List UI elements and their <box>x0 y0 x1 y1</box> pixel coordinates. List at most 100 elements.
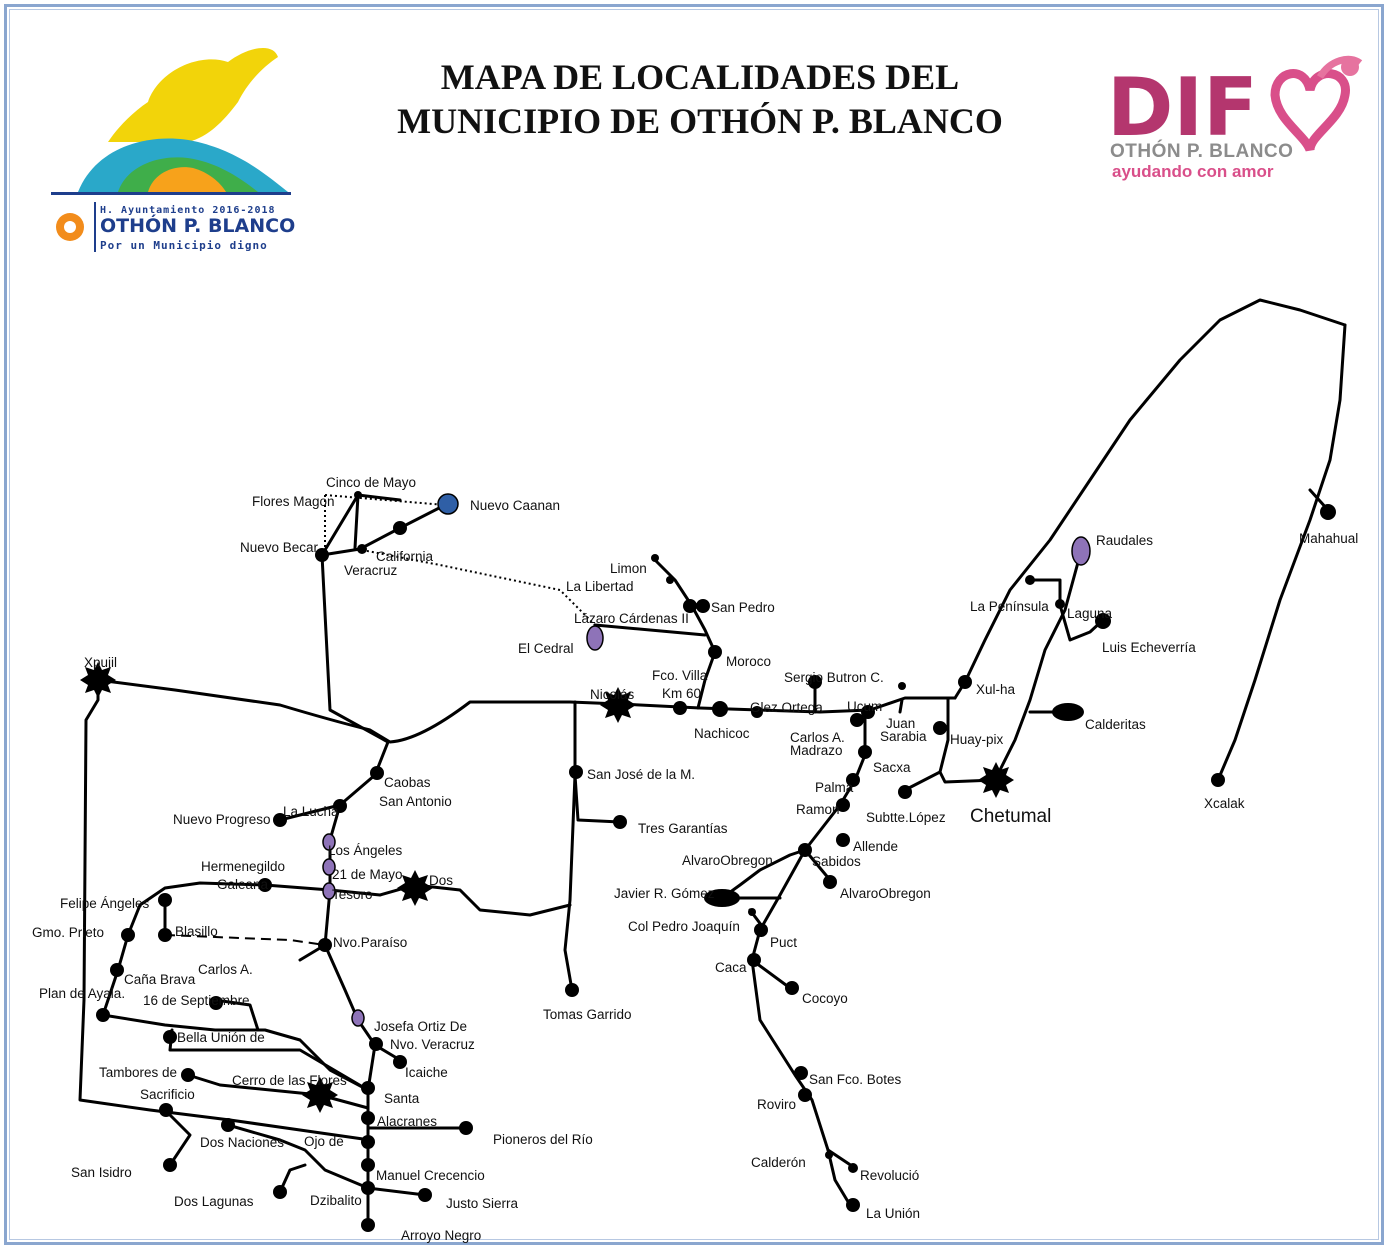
label-alvaro-obregon-1: AlvaroObregon <box>682 853 773 868</box>
label-justo-sierra: Justo Sierra <box>446 1196 519 1211</box>
label-felipe-angeles: Felipe Ángeles <box>60 896 150 911</box>
label-san-isidro: San Isidro <box>71 1165 132 1180</box>
ayuntamiento-name: OTHÓN P. BLANCO <box>100 215 296 237</box>
dif-slogan: ayudando con amor <box>1112 162 1274 181</box>
label-col-pedro: Col Pedro Joaquín <box>628 919 740 934</box>
label-nicolas: Nicolás <box>590 687 635 702</box>
label-nuevo-becar: Nuevo Becar <box>240 540 319 555</box>
label-icaiche: Icaiche <box>405 1065 448 1080</box>
label-caobas: Caobas <box>384 775 431 790</box>
label-ucum: Ucum <box>847 699 882 714</box>
town-tesoro <box>322 882 336 900</box>
label-xul-ha: Xul-ha <box>976 682 1016 697</box>
label-dzibalito: Dzibalito <box>310 1193 362 1208</box>
label-la-peninsula: La Península <box>970 599 1049 614</box>
label-chetumal: Chetumal <box>970 806 1051 827</box>
label-ramon: Ramon <box>796 802 840 817</box>
label-luis-echeverria: Luis Echeverría <box>1102 640 1196 655</box>
label-roviro: Roviro <box>757 1097 796 1112</box>
label-moroco: Moroco <box>726 654 771 669</box>
page-frame <box>4 4 1384 1245</box>
label-sacxa: Sacxa <box>873 760 911 775</box>
label-allende: Allende <box>853 839 898 854</box>
label-la-union: La Unión <box>866 1206 920 1221</box>
label-sabidos: Sabidos <box>812 854 861 869</box>
label-veracruz: Veracruz <box>344 563 398 578</box>
label-carlos-a: Carlos A. <box>790 730 845 745</box>
label-limon: Limon <box>610 561 647 576</box>
label-sarabia: Sarabia <box>880 729 927 744</box>
label-california: California <box>376 549 434 564</box>
label-km60: Km 60 <box>662 686 701 701</box>
label-revolucion: Revolució <box>860 1168 919 1183</box>
dif-logo: DIF <box>1107 55 1363 154</box>
label-galeana: Galeana <box>217 877 269 892</box>
town-josefa <box>351 1009 365 1027</box>
label-nvo-veracruz: Nvo. Veracruz <box>390 1037 475 1052</box>
label-josefa: Josefa Ortiz De <box>374 1019 467 1034</box>
label-cerro-flores: Cerro de las Flores <box>232 1073 347 1088</box>
page-title: MAPA DE LOCALIDADES DEL MUNICIPIO DE OTH… <box>340 55 1060 143</box>
label-alvaro-obregon-2: AlvaroObregon <box>840 886 931 901</box>
towns <box>80 491 1336 1232</box>
label-sergio-butron: Sergio Butron C. <box>784 670 884 685</box>
label-fco-villa: Fco. Villa <box>652 668 708 683</box>
label-nuevo-progreso: Nuevo Progreso <box>173 812 271 827</box>
page-frame-inner <box>9 9 1379 1240</box>
label-la-libertad: La Libertad <box>566 579 634 594</box>
town-chetumal <box>978 762 1014 798</box>
label-nuevo-caanan: Nuevo Caanan <box>470 498 560 513</box>
label-san-pedro: San Pedro <box>711 600 775 615</box>
town-nuevo-caanan <box>437 493 459 515</box>
town-javier-gomez <box>704 889 740 907</box>
label-los-angeles: Los Ángeles <box>328 843 403 858</box>
title-line-2: MUNICIPIO DE OTHÓN P. BLANCO <box>397 101 1003 141</box>
dif-subtitle: OTHÓN P. BLANCO <box>1110 141 1294 162</box>
town-calderitas <box>1052 703 1084 721</box>
dif-brand-text: DIF <box>1107 61 1258 154</box>
label-gmo-prieto: Gmo. Prieto <box>32 925 104 940</box>
label-madrazo: Madrazo <box>790 743 843 758</box>
label-nvo-paraiso: Nvo.Paraíso <box>333 935 407 950</box>
label-tesoro: Tesoro <box>332 887 373 902</box>
road-network <box>78 298 1347 1227</box>
label-plan-de-ayala: Plan de Ayala. <box>39 986 125 1001</box>
label-dos-lagunas: Dos Lagunas <box>174 1194 254 1209</box>
label-sacrificio: Sacrificio <box>140 1087 195 1102</box>
label-blasillo: Blasillo <box>175 924 218 939</box>
label-calderitas: Calderitas <box>1085 717 1146 732</box>
ayuntamiento-term: H. Ayuntamiento 2016-2018 <box>100 205 276 216</box>
label-arroyo-negro: Arroyo Negro <box>401 1228 481 1243</box>
label-raudales: Raudales <box>1096 533 1153 548</box>
ayuntamiento-logo <box>51 47 291 252</box>
town-21-de-mayo <box>322 858 336 876</box>
label-xpujil: Xpujil <box>84 655 117 670</box>
label-21-de-mayo: 21 de Mayo <box>332 867 403 882</box>
label-javier-gomez: Javier R. Gómez <box>614 886 715 901</box>
small-towns <box>96 491 1336 1232</box>
label-san-fco-botes: San Fco. Botes <box>809 1072 902 1087</box>
label-xcalak: Xcalak <box>1204 796 1245 811</box>
title-line-1: MAPA DE LOCALIDADES DEL <box>440 57 960 97</box>
label-glez-ortega: Glez Ortega <box>750 700 823 715</box>
label-ojo-de: Ojo de <box>304 1134 344 1149</box>
place-labels: Cinco de Mayo Flores Magon Nuevo Caanan … <box>32 475 1358 1243</box>
label-santa: Santa <box>384 1091 420 1106</box>
label-calderon: Calderón <box>751 1155 806 1170</box>
label-hermenegildo: Hermenegildo <box>201 859 285 874</box>
label-16-de-septiembre: 16 de Septiembre <box>143 993 250 1008</box>
label-tres-garantias: Tres Garantías <box>638 821 728 836</box>
label-flores-magon: Flores Magon <box>252 494 335 509</box>
label-cana-brava: Caña Brava <box>124 972 196 987</box>
label-tambores: Tambores de <box>99 1065 177 1080</box>
label-manuel-crecencio: Manuel Crecencio <box>376 1168 485 1183</box>
label-alacranes: Alacranes <box>377 1114 437 1129</box>
label-pioneros: Pioneros del Río <box>493 1132 593 1147</box>
label-carlos-a-2: Carlos A. <box>198 962 253 977</box>
label-bella-union: Bella Unión de <box>177 1030 265 1045</box>
label-el-cedral: El Cedral <box>518 641 574 656</box>
label-subte-lopez: Subtte.López <box>866 810 946 825</box>
label-caca: Caca <box>715 960 747 975</box>
label-dos: Dos <box>429 873 453 888</box>
